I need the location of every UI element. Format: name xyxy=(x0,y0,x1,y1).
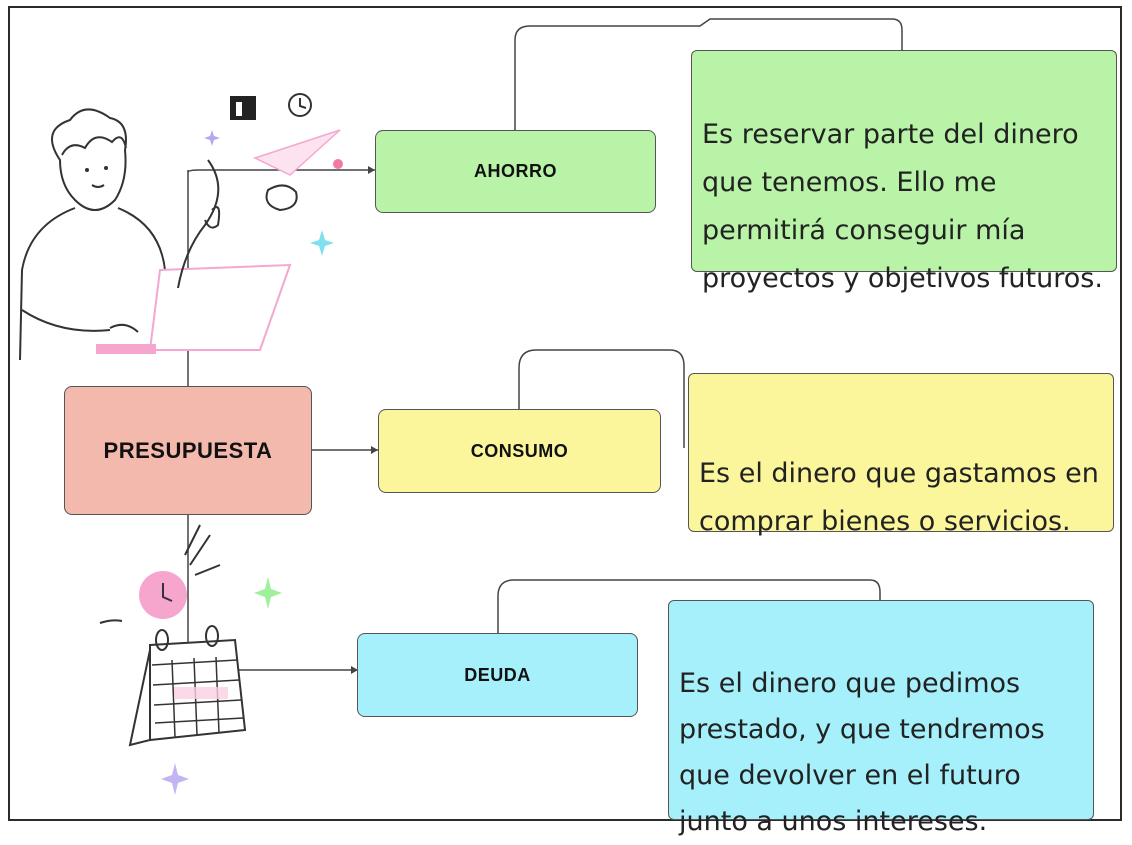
consumo-description: Es el dinero que gastamos en comprar bie… xyxy=(699,458,1099,537)
deuda-description: Es el dinero que pedimos prestado, y que… xyxy=(679,668,1045,837)
ahorro-description-box: Es reservar parte del dinero que tenemos… xyxy=(691,50,1117,294)
deuda-description-box: Es el dinero que pedimos prestado, y que… xyxy=(668,600,1094,837)
ahorro-label: AHORRO xyxy=(474,161,557,181)
deuda-node: DEUDA xyxy=(357,633,638,717)
consumo-node: CONSUMO xyxy=(378,409,661,493)
person-laptop-illustration xyxy=(19,93,343,360)
calendar-clock-illustration xyxy=(99,524,282,795)
root-label: PRESUPUESTA xyxy=(103,437,273,463)
consumo-description-box: Es el dinero que gastamos en comprar bie… xyxy=(688,373,1114,537)
root-node: PRESUPUESTA xyxy=(64,386,312,515)
ahorro-description: Es reservar parte del dinero que tenemos… xyxy=(702,119,1103,294)
ahorro-node: AHORRO xyxy=(375,130,656,213)
consumo-label: CONSUMO xyxy=(470,440,569,461)
deuda-label: DEUDA xyxy=(464,664,531,685)
